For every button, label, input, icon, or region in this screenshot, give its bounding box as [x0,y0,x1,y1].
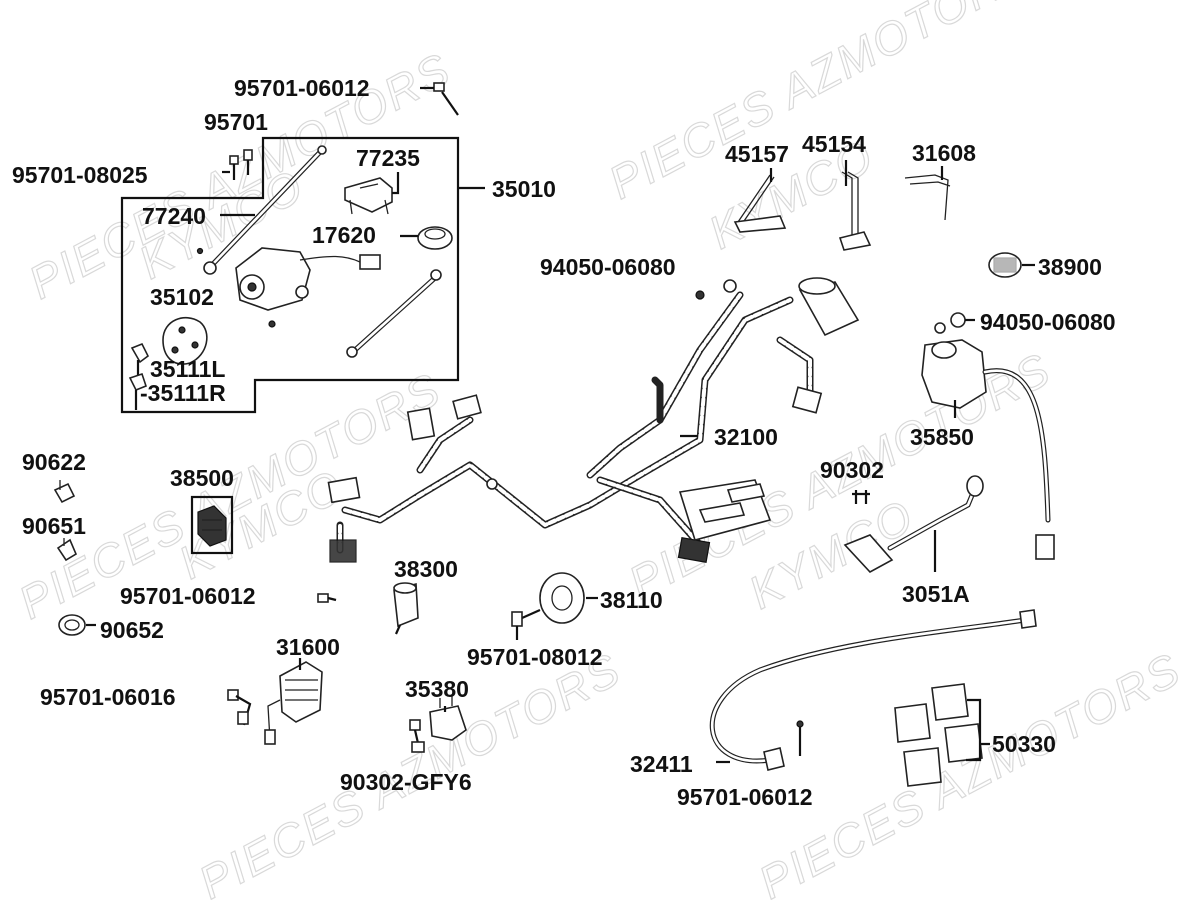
part-95701-06012-bolt-bot [796,720,804,756]
label-90651: 90651 [22,513,86,539]
label-94050-06080-a: 94050-06080 [540,254,676,280]
label-90302: 90302 [820,457,884,483]
label-95701-08025: 95701-08025 [12,162,148,188]
part-90622-clip [53,480,76,504]
part-ignition-switch [235,247,381,311]
label-94050-06080-b: 94050-06080 [980,309,1116,335]
watermark-text: PIECES AZMOTORS [750,642,1189,900]
part-94050-06080-nut-b [934,312,966,334]
part-90652-clamp [58,614,86,636]
part-95701-06012-bolt-mid [317,593,337,603]
label-32411: 32411 [630,751,693,777]
label-95701-08012: 95701-08012 [467,644,603,670]
label-35111L: 35111L [150,356,225,382]
label-35111R: -35111R [140,380,226,406]
label-35850: 35850 [910,424,974,450]
label-38300: 38300 [394,556,458,582]
label-77235: 77235 [356,145,420,171]
part-labels: 95701-06012 95701 95701-08025 77235 3501… [12,75,1116,810]
part-31608-bracket [904,174,951,221]
part-35850-coil [921,339,1055,560]
part-95701-06016-bolt [227,689,252,726]
label-35380: 35380 [405,676,469,702]
part-94050-06080-nut-a [695,290,705,300]
label-90302-gfy6: 90302-GFY6 [340,769,472,795]
part-17620-cap [417,226,453,250]
part-32100-harness [327,279,823,563]
label-50330: 50330 [992,731,1056,757]
part-35102-lock [162,316,208,365]
leader-line [392,172,400,195]
part-cable-lower [346,269,442,358]
part-32411-battery-cable [709,609,1037,771]
part-95701-screw [243,149,253,175]
part-77240-cable [203,145,327,275]
part-77235-bracket [344,177,393,215]
group-35010-outline [120,136,460,414]
part-90302-bolt [852,490,870,504]
leader-line [966,698,990,762]
part-45157-bracket [733,168,787,233]
part-45154-bracket [838,160,872,251]
part-38110-horn [521,572,585,624]
part-38300-relay [393,582,419,635]
watermark-group: PIECES AZMOTORS KYMCO PIECES AZMOTORS KY… [10,0,1190,900]
part-31600-regulator [264,661,323,745]
label-95701-06012-mid: 95701-06012 [120,583,256,609]
part-90651-clip [56,538,78,562]
label-90652: 90652 [100,617,164,643]
label-38900: 38900 [1038,254,1102,280]
part-35380-relay [429,696,467,741]
part-90302-gfy6-bolt [409,719,425,753]
label-31600: 31600 [276,634,340,660]
label-95701-06012-bot: 95701-06012 [677,784,813,810]
part-38500-fuse-box [190,495,234,555]
part-50330-pads [894,683,983,787]
label-95701-06012-top: 95701-06012 [234,75,370,101]
label-77240: 77240 [142,203,206,229]
label-90622: 90622 [22,449,86,475]
part-95701-08025-screw [229,155,239,180]
label-35102: 35102 [150,284,214,310]
part-3051A-plug-cap [843,475,984,574]
label-32100: 32100 [714,424,778,450]
part-38900-connector [988,252,1022,278]
label-17620: 17620 [312,222,376,248]
label-95701: 95701 [204,109,268,135]
part-35111-keys [128,342,150,410]
label-38110: 38110 [600,587,663,613]
part-condenser [798,277,860,337]
label-45157: 45157 [725,141,789,167]
label-31608: 31608 [912,140,976,166]
part-95701-08012-bolt [511,611,523,640]
label-35010: 35010 [492,176,556,202]
label-45154: 45154 [802,131,866,157]
part-small-screws [196,247,276,328]
label-95701-06016: 95701-06016 [40,684,176,710]
label-3051A: 3051A [902,581,970,607]
label-38500: 38500 [170,465,234,491]
